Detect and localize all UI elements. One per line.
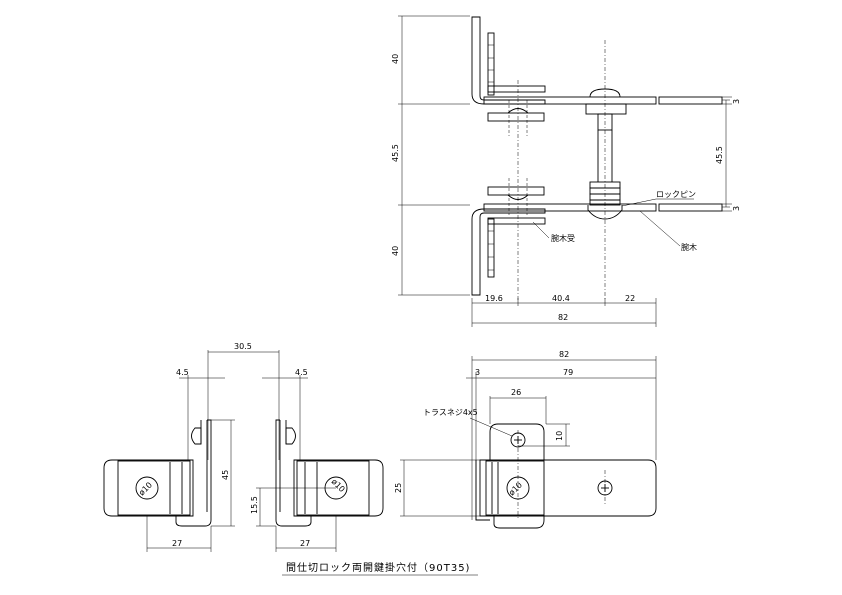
dim-bl-thick-l: 4.5 [176, 368, 189, 377]
dim-br-total: 82 [559, 350, 569, 359]
bottom-left-front-view [103, 350, 384, 552]
top-side-elevation [398, 15, 732, 327]
dim-top-t-upper: 3 [732, 99, 741, 104]
dim-br-height: 25 [394, 483, 403, 493]
dim-top-t-lower: 3 [732, 206, 741, 211]
dim-top-h-mid: 45.5 [391, 144, 400, 162]
dim-bl-width-r: 27 [300, 539, 310, 548]
dim-bl-pitch: 30.5 [234, 342, 252, 351]
dim-bl-height: 45 [221, 470, 230, 480]
bottom-right-plan-view [400, 356, 657, 529]
dim-br-offset: 3 [475, 368, 480, 377]
dim-top-w-total: 82 [558, 313, 568, 322]
dim-top-w-a: 19.6 [485, 294, 503, 303]
dim-br-plate-w: 26 [511, 388, 521, 397]
dim-top-h-right-mid: 45.5 [715, 146, 724, 164]
dim-bl-hole-h: 15.5 [250, 496, 259, 514]
dim-top-w-c: 22 [625, 294, 635, 303]
dim-bl-thick-r: 4.5 [295, 368, 308, 377]
label-arm-wood-receiver: 腕木受 [551, 233, 575, 243]
dim-bl-width-l: 27 [172, 539, 182, 548]
label-lock-pin: ロックピン [656, 190, 696, 199]
dim-top-h-lower: 40 [391, 246, 400, 256]
drawing-caption: 間仕切ロック両開鍵掛穴付（90T35) [286, 561, 470, 574]
label-truss-screw: トラスネジ4x5 [423, 408, 478, 417]
label-arm-wood: 腕木 [681, 242, 697, 252]
dim-top-w-b: 40.4 [552, 294, 570, 303]
dim-br-screw-off: 10 [555, 431, 564, 441]
dim-top-h-upper: 40 [391, 54, 400, 64]
dim-br-span: 79 [563, 368, 573, 377]
